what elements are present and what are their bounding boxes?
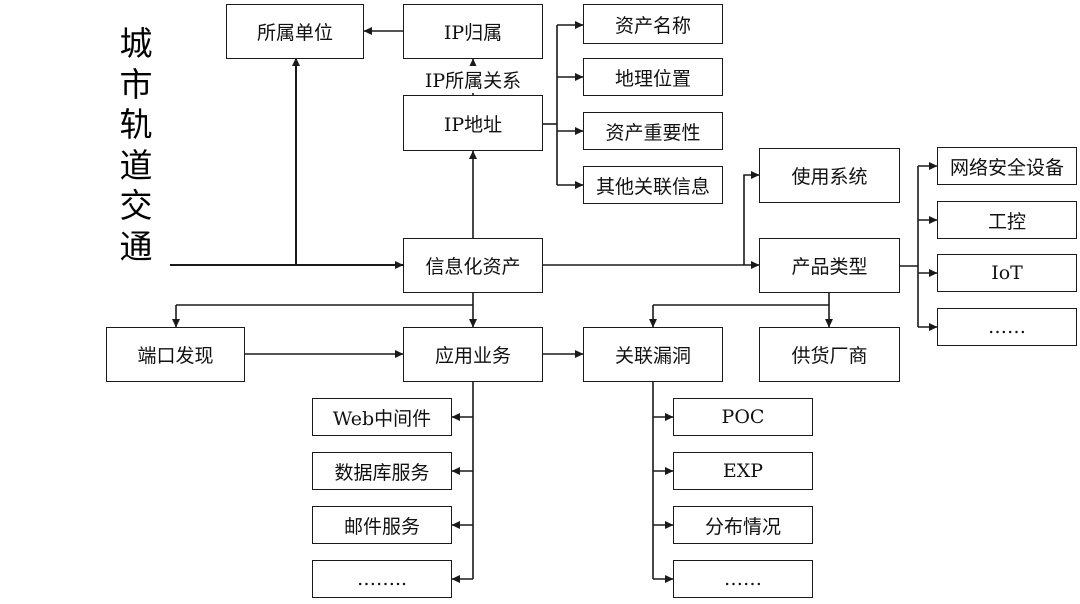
node-iot: IoT [937, 254, 1077, 292]
node-unit: 所属单位 [226, 4, 364, 59]
node-supplier: 供货厂商 [759, 327, 900, 382]
node-app-more: …….. [312, 560, 452, 598]
node-exp: EXP [673, 452, 813, 490]
title-char: 市 [119, 64, 153, 104]
node-vuln-more: …… [673, 560, 813, 598]
node-system-used: 使用系统 [759, 148, 900, 203]
node-asset-importance: 资产重要性 [583, 112, 723, 150]
node-other-info: 其他关联信息 [583, 166, 723, 204]
node-product-more: …… [937, 308, 1077, 346]
node-info-asset: 信息化资产 [403, 238, 543, 293]
title-char: 道 [119, 145, 153, 185]
node-ics: 工控 [937, 201, 1077, 239]
node-poc: POC [673, 398, 813, 436]
node-port-discovery: 端口发现 [106, 327, 245, 382]
node-app-business: 应用业务 [403, 327, 543, 382]
diagram-title-vertical: 城 市 轨 道 交 通 [108, 24, 164, 267]
node-ip-owner: IP归属 [403, 4, 543, 59]
node-mail-service: 邮件服务 [312, 506, 452, 544]
node-ip-address: IP地址 [403, 95, 543, 151]
node-web-middleware: Web中间件 [312, 398, 452, 436]
title-char: 交 [119, 186, 153, 225]
edge-label-ip-relation: IP所属关系 [418, 66, 528, 93]
node-geo-location: 地理位置 [583, 58, 723, 96]
node-net-security: 网络安全设备 [937, 147, 1077, 185]
title-char: 轨 [119, 105, 153, 144]
node-db-service: 数据库服务 [312, 452, 452, 490]
node-product-type: 产品类型 [759, 238, 900, 293]
edge-to-system-used [743, 171, 760, 265]
node-related-vuln: 关联漏洞 [583, 327, 723, 382]
node-asset-name: 资产名称 [583, 4, 723, 44]
node-distribution: 分布情况 [673, 506, 813, 544]
title-char: 城 [119, 24, 153, 63]
title-char: 通 [119, 226, 153, 266]
